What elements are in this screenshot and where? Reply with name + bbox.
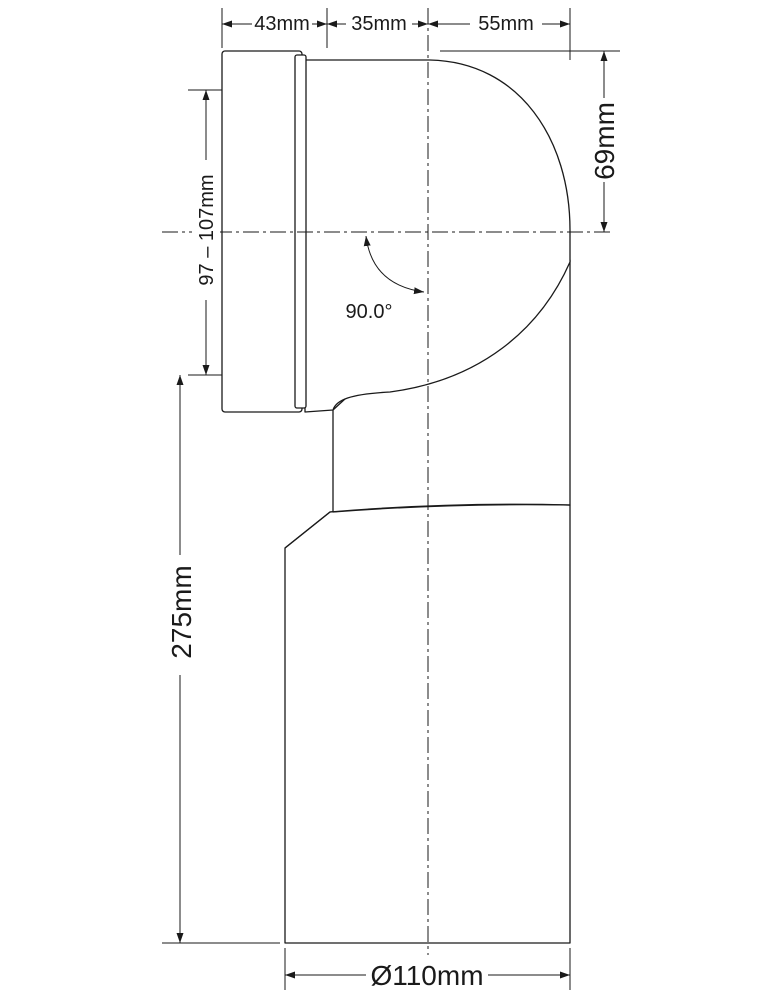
pipe-elbow <box>304 59 571 413</box>
angle-annotation: 90.0° <box>346 235 425 323</box>
dim-angle: 90.0° <box>346 301 393 323</box>
dim-97-107mm: 97 – 107mm <box>196 174 218 285</box>
pipe-outline <box>221 50 571 944</box>
extension-lines <box>162 8 620 990</box>
top-dimension: 43mm 35mm 55mm <box>222 10 570 36</box>
right-dimension: 69mm <box>589 51 620 232</box>
dim-55mm: 55mm <box>478 13 534 35</box>
diameter-dimension: Ø110mm <box>285 960 570 991</box>
dim-69mm: 69mm <box>589 102 620 180</box>
height-dimension: 275mm <box>164 375 198 943</box>
left-range-dimension: 97 – 107mm <box>192 90 220 375</box>
dim-diameter: Ø110mm <box>370 960 483 991</box>
dim-43mm: 43mm <box>254 13 310 35</box>
joint-seam <box>284 503 571 549</box>
dim-35mm: 35mm <box>351 13 407 35</box>
dim-275mm: 275mm <box>166 565 197 658</box>
